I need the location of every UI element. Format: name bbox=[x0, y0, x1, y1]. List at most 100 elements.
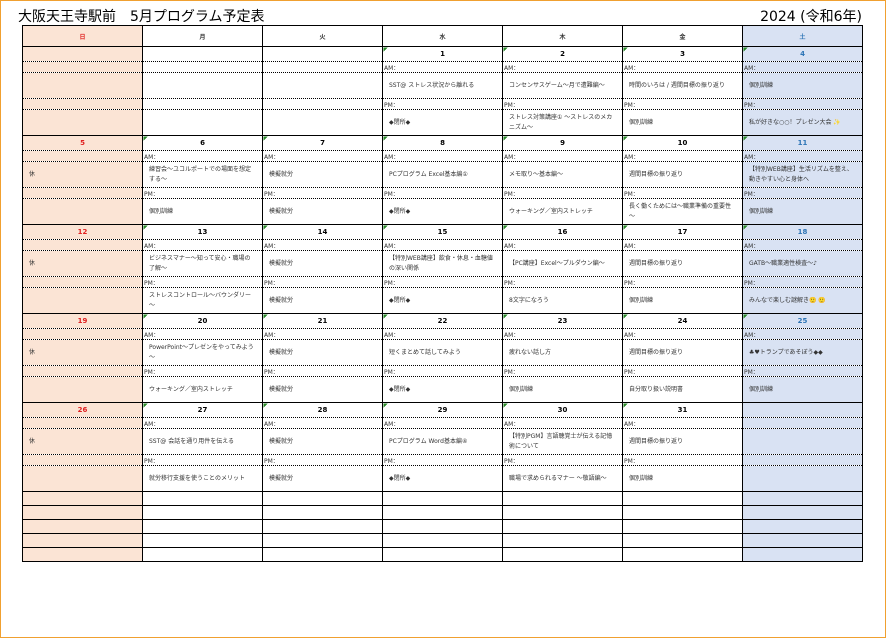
date-cell-wed: 8 bbox=[382, 135, 503, 151]
am-label-thu: AM： bbox=[502, 150, 623, 162]
program-text: PowerPoint～プレゼンをやってみよう～ bbox=[149, 343, 254, 361]
pm-program-wed: ◆閉所◆ bbox=[382, 287, 503, 314]
pm-label-sun bbox=[22, 276, 143, 288]
pm-program-sun bbox=[22, 198, 143, 225]
pm-label-wed: PM： bbox=[382, 365, 503, 377]
date-cell-thu: 30 bbox=[502, 402, 623, 418]
pm-label-sun bbox=[22, 187, 143, 199]
date-cell-wed: 29 bbox=[382, 402, 503, 418]
pm-label-mon: PM： bbox=[142, 187, 263, 199]
weekday-header-wed: 水 bbox=[382, 25, 503, 47]
pm-program-sat: 個別訓練 bbox=[742, 198, 863, 225]
date-cell-mon: 20 bbox=[142, 313, 263, 329]
empty-cell bbox=[742, 491, 863, 506]
empty-cell bbox=[142, 491, 263, 506]
am-label-fri: AM： bbox=[622, 150, 743, 162]
am-program-sun: 休 bbox=[22, 161, 143, 188]
program-text: SST@ 会話を通り用件を伝える bbox=[149, 437, 235, 445]
program-text: 時間のいろは / 週間目標の振り返り bbox=[629, 81, 725, 89]
pm-program-mon bbox=[142, 109, 263, 136]
empty-cell bbox=[742, 533, 863, 548]
pm-label-mon: PM： bbox=[142, 454, 263, 466]
pm-content-row: 就労移行支援を使うことのメリット模擬就労◆閉所◆職場で求められるマナー ～敬語編… bbox=[22, 465, 863, 492]
pm-label-thu: PM： bbox=[502, 187, 623, 199]
pm-label-row: PM：PM：PM：PM：PM： bbox=[22, 454, 863, 466]
pm-label-thu: PM： bbox=[502, 98, 623, 110]
empty-cell bbox=[22, 505, 143, 520]
empty-cell bbox=[262, 533, 383, 548]
weekday-header-mon: 月 bbox=[142, 25, 263, 47]
pm-label-row: PM：PM：PM：PM：PM：PM： bbox=[22, 187, 863, 199]
pm-program-sat: 私が好きな○○！プレゼン大会 ✨ bbox=[742, 109, 863, 136]
am-program-wed: PCプログラム Word基本編④ bbox=[382, 428, 503, 455]
am-label-sat: AM： bbox=[742, 239, 863, 251]
date-cell-sat bbox=[742, 402, 863, 418]
program-text: 個別訓練 bbox=[749, 207, 774, 215]
date-cell-wed: 15 bbox=[382, 224, 503, 240]
date-cell-tue: 28 bbox=[262, 402, 383, 418]
empty-row bbox=[22, 519, 863, 534]
program-text: 模擬就労 bbox=[269, 385, 294, 393]
program-text: コンセンサスゲーム～月で遭難編～ bbox=[509, 81, 605, 89]
weekday-header-row: 日 月 火 水 木 金 土 bbox=[22, 25, 863, 47]
pm-content-row: ウォーキング／室内ストレッチ模擬就労◆閉所◆個別訓練自分取り扱い説明書個別訓練 bbox=[22, 376, 863, 403]
program-text: 休 bbox=[29, 170, 36, 178]
program-text: ウォーキング／室内ストレッチ bbox=[509, 207, 593, 215]
program-text: PCプログラム Word基本編④ bbox=[389, 437, 468, 445]
am-content-row: SST@ ストレス状況から離れるコンセンサスゲーム～月で遭難編～時間のいろは /… bbox=[22, 72, 863, 99]
am-program-thu: 【PC講座】Excel～プルダウン編～ bbox=[502, 250, 623, 277]
am-program-sat: ♣♥トランプであそぼう◆◆ bbox=[742, 339, 863, 366]
pm-program-sun bbox=[22, 465, 143, 492]
empty-cell bbox=[742, 505, 863, 520]
pm-program-thu: 個別訓練 bbox=[502, 376, 623, 403]
pm-content-row: ストレスコントロール～バウンダリー ～模擬就労◆閉所◆8文字になろう個別訓練みん… bbox=[22, 287, 863, 314]
program-text: ビジネスマナー～知って安心・職場の了解～ bbox=[149, 254, 251, 272]
program-text: 模擬就労 bbox=[269, 348, 294, 356]
pm-label-thu: PM： bbox=[502, 276, 623, 288]
am-label-fri: AM： bbox=[622, 61, 743, 73]
pm-program-mon: ストレスコントロール～バウンダリー ～ bbox=[142, 287, 263, 314]
am-label-sat bbox=[742, 417, 863, 429]
am-program-tue: 模擬就労 bbox=[262, 339, 383, 366]
program-text: 就労移行支援を使うことのメリット bbox=[149, 474, 245, 482]
program-text: 休 bbox=[29, 437, 36, 445]
pm-program-sat bbox=[742, 465, 863, 492]
program-text: 個別訓練 bbox=[749, 81, 774, 89]
empty-cell bbox=[502, 491, 623, 506]
pm-program-thu: 8文字になろう bbox=[502, 287, 623, 314]
pm-program-wed: ◆閉所◆ bbox=[382, 376, 503, 403]
program-text: 私が好きな○○！プレゼン大会 ✨ bbox=[749, 118, 841, 126]
program-text: 個別訓練 bbox=[629, 296, 654, 304]
pm-label-thu: PM： bbox=[502, 365, 623, 377]
pm-program-tue bbox=[262, 109, 383, 136]
am-label-mon: AM： bbox=[142, 328, 263, 340]
empty-cell bbox=[622, 505, 743, 520]
program-text: ストレス対策講座① ～ストレスのメカニズム～ bbox=[509, 113, 613, 131]
am-label-wed: AM： bbox=[382, 328, 503, 340]
empty-cell bbox=[382, 533, 503, 548]
am-label-fri: AM： bbox=[622, 417, 743, 429]
pm-label-wed: PM： bbox=[382, 454, 503, 466]
weekday-header-sat: 土 bbox=[742, 25, 863, 47]
program-text: ストレスコントロール～バウンダリー ～ bbox=[149, 291, 252, 309]
am-label-tue: AM： bbox=[262, 239, 383, 251]
am-program-mon: PowerPoint～プレゼンをやってみよう～ bbox=[142, 339, 263, 366]
program-text: 個別訓練 bbox=[149, 207, 174, 215]
am-label-thu: AM： bbox=[502, 417, 623, 429]
pm-label-mon bbox=[142, 98, 263, 110]
date-cell-mon: 13 bbox=[142, 224, 263, 240]
empty-cell bbox=[622, 491, 743, 506]
pm-program-fri: 個別訓練 bbox=[622, 287, 743, 314]
empty-cell bbox=[142, 547, 263, 562]
date-cell-fri: 24 bbox=[622, 313, 743, 329]
date-cell-mon: 27 bbox=[142, 402, 263, 418]
pm-label-tue: PM： bbox=[262, 454, 383, 466]
program-text: 長く働くためには～職業準備の重要性～ bbox=[629, 202, 732, 220]
am-label-fri: AM： bbox=[622, 328, 743, 340]
am-label-row: AM：AM：AM：AM： bbox=[22, 61, 863, 73]
am-program-wed: 短くまとめて話してみよう bbox=[382, 339, 503, 366]
program-text: 個別訓練 bbox=[509, 385, 534, 393]
